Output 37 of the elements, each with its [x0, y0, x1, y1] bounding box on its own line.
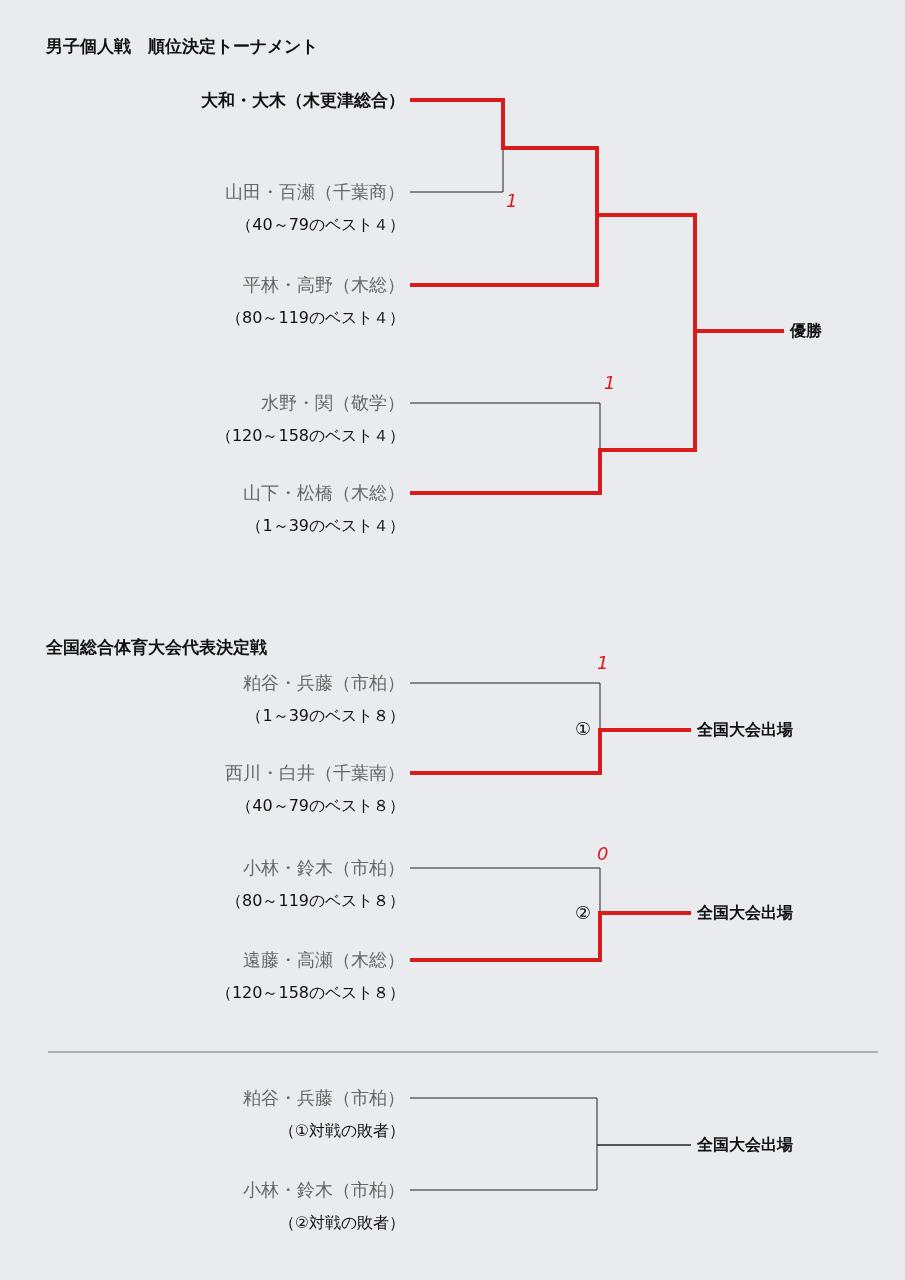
result-label: 全国大会出場 [697, 1134, 793, 1156]
player-pair-name: 粕谷・兵藤（市柏） [243, 671, 405, 695]
player-pair-name: 水野・関（敬学） [261, 391, 405, 415]
score-mark: 1 [506, 190, 518, 212]
bracket-line [409, 1144, 692, 1191]
score-mark: 1 [604, 372, 616, 394]
score-mark: 1 [597, 652, 609, 674]
player-pair-name: 山下・松橋（木総） [243, 481, 405, 505]
player-pair-name: 遠藤・高瀬（木総） [243, 948, 405, 972]
bracket-line [410, 911, 691, 962]
match-number: ① [575, 718, 592, 740]
player-pair-name: 小林・鈴木（市柏） [243, 1178, 405, 1202]
seed-note: （120～158のベスト８） [215, 982, 405, 1004]
result-label: 全国大会出場 [697, 902, 793, 924]
seed-note: （1～39のベスト８） [246, 705, 405, 727]
seed-note: （1～39のベスト４） [246, 515, 405, 537]
bracket-line [410, 728, 691, 775]
section-heading: 全国総合体育大会代表決定戦 [46, 636, 267, 658]
player-pair-name: 西川・白井（千葉南） [225, 761, 405, 785]
seed-note: （80～119のベスト４） [226, 307, 405, 329]
player-pair-name: 大和・大木（木更津総合） [201, 89, 405, 112]
match-number: ② [575, 902, 592, 924]
player-pair-name: 粕谷・兵藤（市柏） [243, 1086, 405, 1110]
seed-note: （①対戦の敗者） [278, 1120, 405, 1142]
seed-note: （②対戦の敗者） [278, 1212, 405, 1234]
seed-note: （120～158のベスト４） [215, 425, 405, 447]
result-label: 優勝 [790, 320, 822, 342]
seed-note: （40～79のベスト４） [236, 214, 405, 236]
player-pair-name: 山田・百瀬（千葉商） [225, 180, 405, 204]
player-pair-name: 小林・鈴木（市柏） [243, 856, 405, 880]
title: 男子個人戦 順位決定トーナメント [46, 35, 318, 57]
seed-note: （40～79のベスト８） [236, 795, 405, 817]
score-mark: 0 [597, 843, 609, 865]
player-pair-name: 平林・高野（木総） [243, 273, 405, 297]
bracket-line [410, 329, 784, 495]
result-label: 全国大会出場 [697, 719, 793, 741]
seed-note: （80～119のベスト８） [226, 890, 405, 912]
